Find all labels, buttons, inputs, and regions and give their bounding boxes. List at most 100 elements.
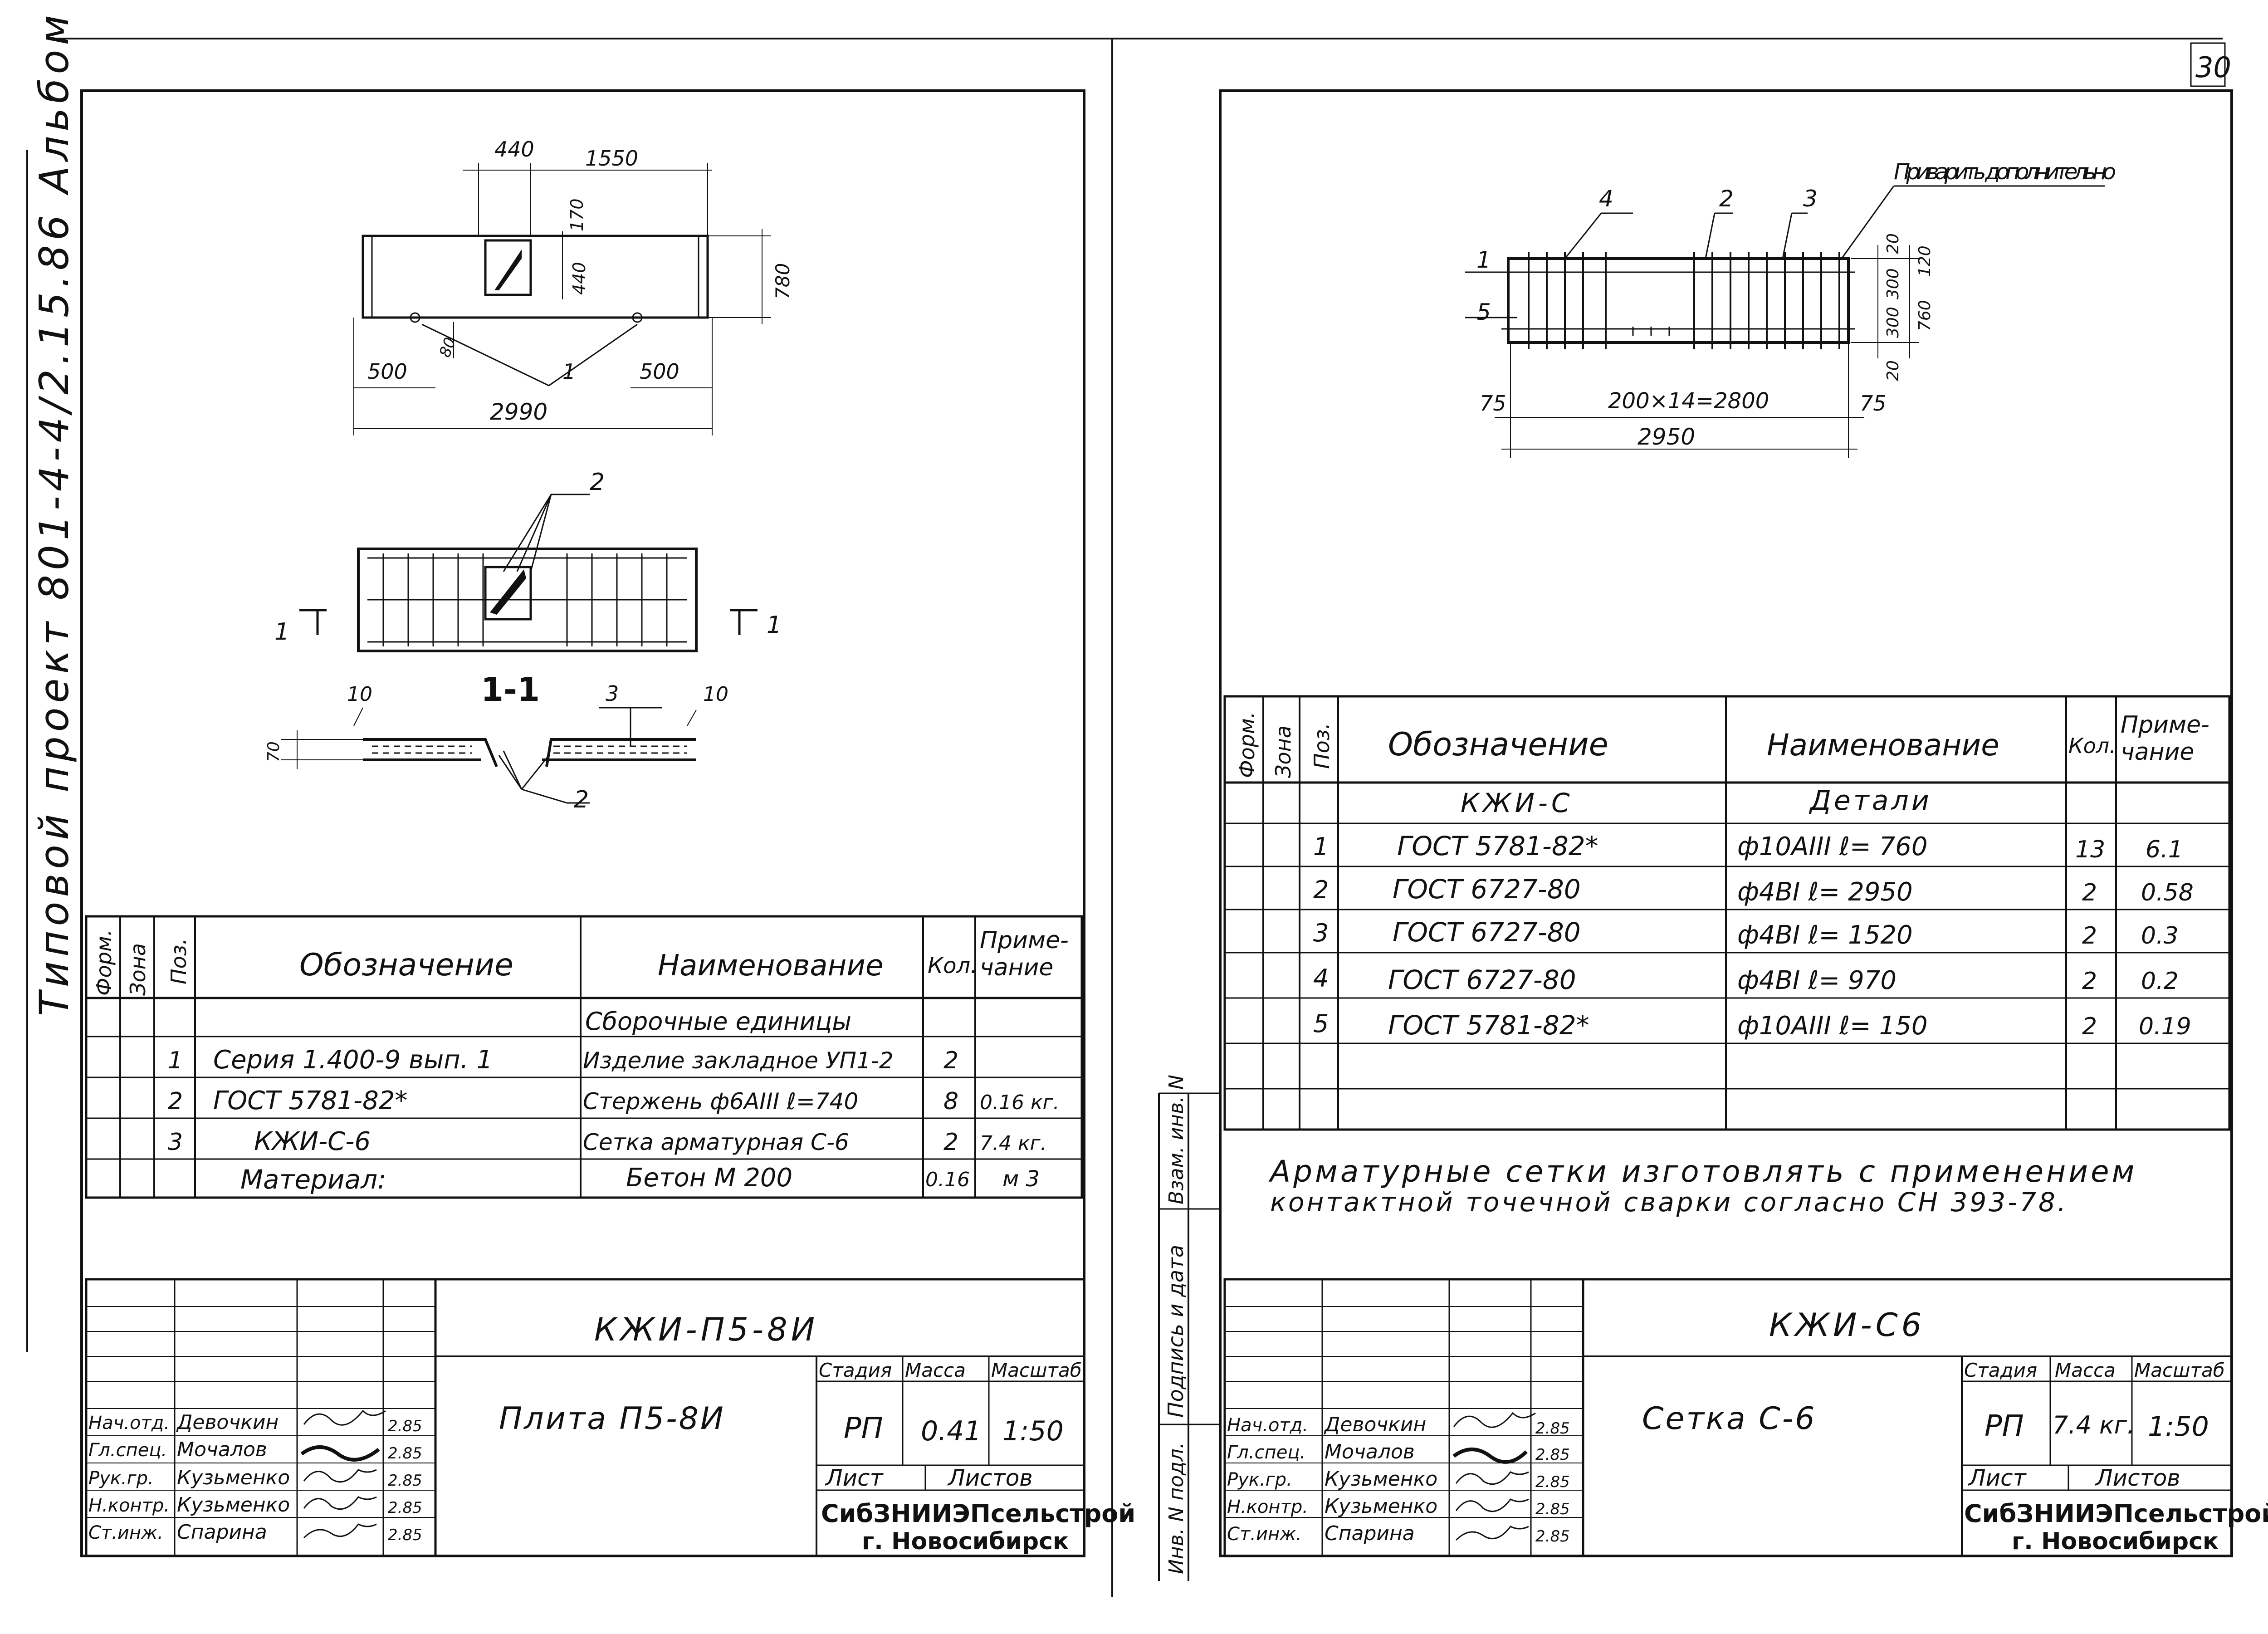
embedded-part-mark [494, 250, 522, 290]
spec-note: 0.3 [2141, 922, 2179, 949]
spec-pos: 2 [1313, 876, 1329, 904]
spec-qty: 2 [2082, 1013, 2097, 1040]
person-name: Кузьменко [1325, 1468, 1437, 1491]
right-spec-table: Форм. Зона Поз. Обозначение Наименование… [1223, 695, 2231, 1131]
dim-440-vert: 440 [569, 262, 589, 295]
table-row: 5 ГОСТ 5781-82* ф10АIII ℓ= 150 2 0.19 [1313, 1009, 2191, 1041]
spec-designation: КЖИ-С-6 [254, 1127, 371, 1156]
mass-value: 0.41 [921, 1415, 982, 1447]
sheet-header: Лист [825, 1465, 884, 1491]
organization: СибЗНИИЭПсельстрой [1964, 1499, 2268, 1528]
mesh-dim-75-left: 75 [1480, 391, 1506, 416]
drawing-code: КЖИ-П5-8И [594, 1311, 818, 1348]
scale-header: Масштаб [991, 1359, 1082, 1381]
sheets-header: Листов [2095, 1465, 2180, 1491]
spec-qty: 2 [943, 1129, 958, 1156]
person-role: Нач.отд. [88, 1413, 170, 1433]
section-leader-3: 3 [606, 681, 619, 706]
person-role: Ст.инж. [1227, 1524, 1302, 1545]
spec-pos: 1 [1313, 832, 1329, 861]
right-sheet: Взам. инв. N Подпись и дата Инв. N подл.… [1158, 89, 2268, 1581]
spec-qty: 2 [2082, 968, 2097, 995]
person-date: 2.85 [1535, 1446, 1570, 1464]
table-row: 4 ГОСТ 6727-80 ф4ВI ℓ= 970 2 0.2 [1313, 964, 2179, 995]
table-row: 3 КЖИ-С-6 Сетка арматурная С-6 2 7.4 кг. [168, 1127, 1047, 1156]
spec-header-qty: Кол. [2068, 734, 2116, 758]
person-role: Гл.спец. [88, 1440, 167, 1461]
spec-designation: Серия 1.400-9 вып. 1 [213, 1045, 493, 1075]
section-dim-10-right: 10 [703, 683, 728, 706]
spec-name: Стержень ф6АIII ℓ=740 [583, 1088, 858, 1115]
dim-leader-1: 1 [562, 359, 576, 384]
section-leader-2: 2 [574, 786, 589, 813]
mesh-dim-spacing: 200×14=2800 [1608, 388, 1769, 414]
mesh-pos-1: 1 [1476, 247, 1491, 273]
note-line-2: контактной точечной сварки согласно СН 3… [1270, 1187, 2068, 1218]
table-row: Сборочные единицы [585, 1007, 851, 1036]
person-date: 2.85 [388, 1444, 422, 1463]
cut-mark-right: 1 [767, 612, 782, 639]
person-name: Мочалов [1325, 1440, 1415, 1463]
stage-header: Стадия [1964, 1359, 2037, 1381]
spec-pos: 3 [168, 1129, 183, 1156]
mesh-dim-120: 120 [1916, 245, 1934, 277]
person-name: Мочалов [177, 1438, 267, 1461]
spec-designation: ГОСТ 5781-82* [213, 1086, 407, 1115]
scale-value: 1:50 [1002, 1415, 1064, 1447]
mesh-dim-760: 760 [1916, 300, 1934, 331]
spec-header-qty: Кол. [928, 953, 977, 978]
spec-qty: 8 [943, 1088, 958, 1115]
person-date: 2.85 [388, 1526, 422, 1544]
spec-header-form: Форм. [1235, 712, 1259, 778]
section-title: 1-1 [481, 670, 540, 709]
signature-row: Нач.отд. Девочкин 2.85 [88, 1411, 422, 1435]
spec-note: 0.2 [2141, 968, 2179, 995]
spec-note: 0.58 [2141, 879, 2194, 906]
person-role: Н.контр. [1227, 1497, 1308, 1517]
spec-header-note-2: чание [980, 954, 1053, 981]
mass-value: 7.4 кг. [2053, 1411, 2135, 1439]
spec-header-designation: Обозначение [299, 947, 513, 983]
sheets-header: Листов [947, 1465, 1033, 1491]
dim-440-top: 440 [494, 137, 534, 161]
signature-row: Рук.гр. Кузьменко 2.85 [88, 1466, 422, 1490]
person-date: 2.85 [388, 1472, 422, 1490]
spec-pos: 4 [1313, 964, 1329, 993]
spec-name: ф4ВI ℓ= 1520 [1737, 920, 1913, 950]
signature-row: Гл.спец. Мочалов 2.85 [1227, 1440, 1570, 1464]
dim-170: 170 [567, 198, 587, 231]
spec-header-name: Наименование [658, 949, 883, 983]
person-role: Нач.отд. [1227, 1415, 1308, 1436]
dim-80: 80 [436, 335, 459, 360]
spec-name: ф10АIII ℓ= 150 [1737, 1011, 1928, 1041]
spec-pos: 2 [168, 1088, 183, 1115]
sheet-number: 30 [2195, 51, 2231, 84]
table-row: 2 ГОСТ 5781-82* Стержень ф6АIII ℓ=740 8 … [168, 1086, 1060, 1115]
person-date: 2.85 [1535, 1473, 1570, 1491]
mesh-pos-3: 3 [1803, 186, 1818, 212]
spec-header-pos: Поз. [1310, 723, 1334, 769]
person-date: 2.85 [388, 1499, 422, 1517]
spec-name: ф4ВI ℓ= 2950 [1737, 877, 1913, 907]
mesh-pos-5: 5 [1476, 299, 1491, 325]
spec-pos: 1 [168, 1047, 183, 1074]
leader-2-mesh: 2 [590, 469, 605, 496]
spec-designation: ГОСТ 6727-80 [1393, 917, 1581, 948]
mesh-dim-20-bottom: 20 [1884, 360, 1902, 381]
scale-header: Масштаб [2134, 1359, 2225, 1381]
section-dim-10-left: 10 [347, 683, 372, 706]
spec-qty: 13 [2075, 836, 2105, 863]
mesh-pos-4: 4 [1599, 186, 1613, 212]
general-note: Арматурные сетки изготовлять с применени… [1268, 1154, 2134, 1218]
spec-designation: КЖИ-С [1461, 788, 1573, 818]
left-spec-table: Форм. Зона Поз. Обозначение Наименование… [85, 915, 1083, 1199]
spec-designation: ГОСТ 5781-82* [1397, 831, 1598, 861]
signature-row: Ст.инж. Спарина 2.85 [88, 1521, 422, 1544]
spec-header-zone: Зона [126, 943, 150, 996]
organization: СибЗНИИЭПсельстрой [821, 1499, 1135, 1528]
signature-row: Нач.отд. Девочкин 2.85 [1227, 1413, 1570, 1438]
person-date: 2.85 [1535, 1527, 1570, 1546]
person-role: Ст.инж. [88, 1522, 163, 1543]
spec-qty: 2 [943, 1047, 958, 1074]
